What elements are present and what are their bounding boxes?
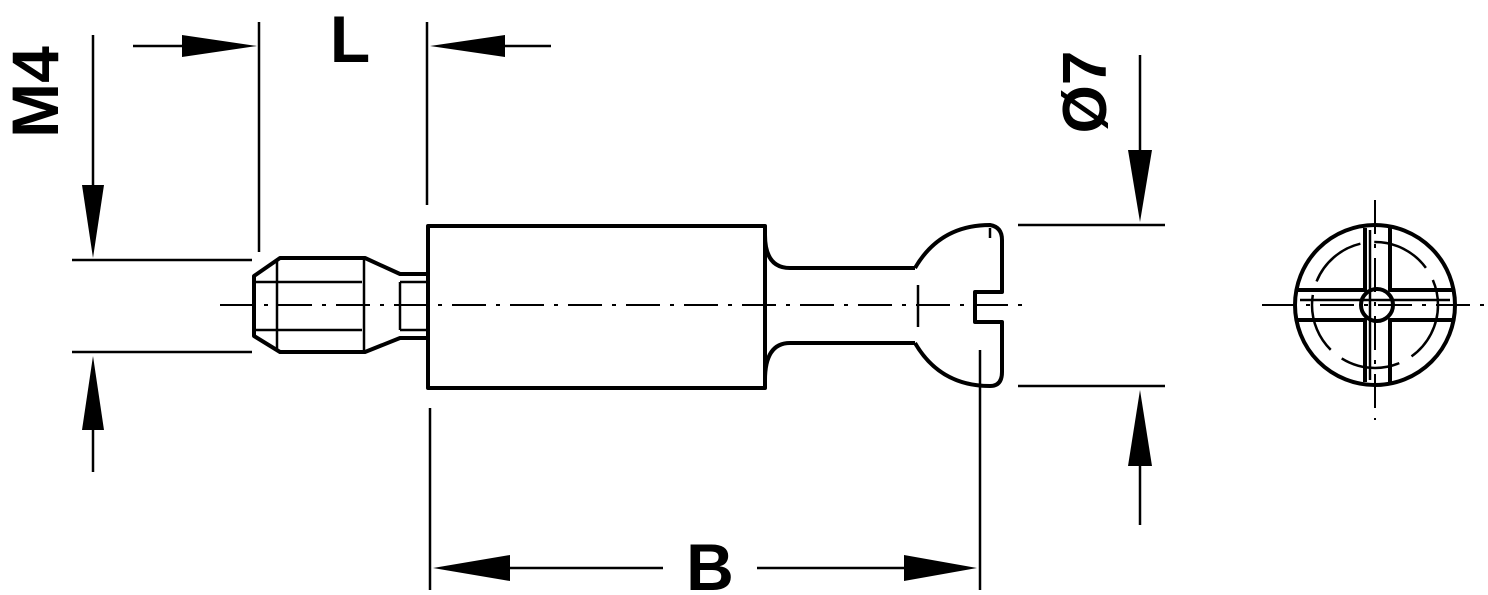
arrow-right-icon: [182, 35, 257, 57]
length-b-dimension: [428, 350, 982, 590]
length-l-dimension: [133, 22, 551, 252]
bolt-body: [426, 224, 767, 390]
label-diameter: Ø7: [1051, 51, 1120, 134]
label-length-b: B: [686, 530, 734, 595]
diameter-dimension: [1018, 55, 1165, 525]
arrow-right-icon: [904, 555, 977, 581]
arrow-down-icon: [1128, 150, 1152, 222]
label-length-l: L: [330, 2, 370, 76]
bolt-shank: [763, 234, 915, 270]
head-end-view: [1262, 200, 1488, 420]
bolt-head: [913, 223, 1004, 388]
arrow-left-icon: [433, 555, 510, 581]
arrow-left-icon: [430, 35, 505, 57]
bolt-side-view: [252, 223, 1004, 390]
arrow-up-icon: [82, 356, 104, 430]
thread-dimension: [72, 35, 252, 472]
arrow-up-icon: [1128, 390, 1152, 466]
label-thread-m4: M4: [0, 46, 72, 138]
arrow-down-icon: [82, 185, 104, 258]
